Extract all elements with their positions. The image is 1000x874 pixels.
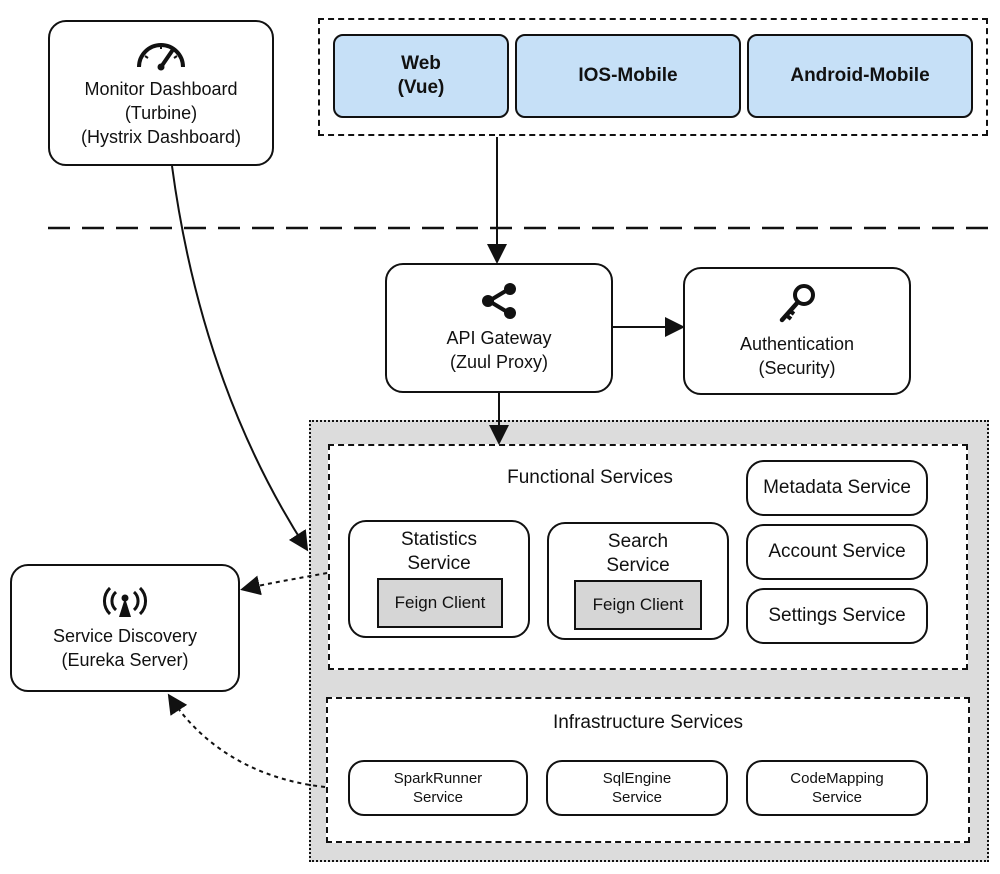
discovery-sub: (Eureka Server) (61, 650, 189, 670)
web-client-label: Web (401, 53, 441, 74)
statistics-sub: Service (407, 553, 471, 574)
sparkrunner-title: SparkRunner (393, 770, 483, 787)
sparkrunner-sub: Service (412, 789, 464, 806)
statistics-feign-client: Feign Client (377, 578, 503, 628)
account-label: Account Service (768, 541, 906, 562)
search-feign-label: Feign Client (592, 595, 684, 614)
android-client-label: Android-Mobile (790, 65, 930, 86)
metadata-service-box: Metadata Service (746, 460, 928, 516)
statistics-feign-label: Feign Client (394, 593, 486, 612)
key-icon (779, 284, 815, 323)
monitor-title: Monitor Dashboard (84, 79, 238, 99)
share-icon (482, 283, 516, 319)
codemapping-service-box: CodeMapping Service (746, 760, 928, 816)
infrastructure-to-discovery-arrow (167, 693, 326, 788)
speedometer-icon (137, 43, 185, 71)
sqlengine-sub: Service (611, 789, 663, 806)
authentication-box: Authentication (Security) (683, 267, 911, 395)
clients-group (318, 18, 988, 136)
search-title: Search (607, 531, 669, 552)
sqlengine-service-box: SqlEngine Service (546, 760, 728, 816)
android-client-box: Android-Mobile (747, 34, 973, 118)
gateway-title: API Gateway (446, 328, 552, 348)
account-service-box: Account Service (746, 524, 928, 580)
settings-label: Settings Service (768, 605, 906, 626)
settings-service-box: Settings Service (746, 588, 928, 644)
discovery-title: Service Discovery (52, 626, 198, 646)
sqlengine-title: SqlEngine (602, 770, 672, 787)
codemapping-sub: Service (811, 789, 863, 806)
ios-client-label: IOS-Mobile (578, 65, 678, 86)
web-client-box: Web (Vue) (333, 34, 509, 118)
auth-title: Authentication (739, 334, 855, 354)
monitor-sub1: (Turbine) (124, 103, 198, 123)
search-feign-client: Feign Client (574, 580, 702, 630)
codemapping-title: CodeMapping (790, 770, 884, 787)
metadata-label: Metadata Service (763, 477, 911, 498)
search-sub: Service (606, 555, 670, 576)
functional-services-title: Functional Services (507, 467, 673, 488)
infrastructure-services-title: Infrastructure Services (552, 712, 744, 733)
monitor-sub2: (Hystrix Dashboard) (80, 127, 242, 147)
monitor-dashboard-box: Monitor Dashboard (Turbine) (Hystrix Das… (48, 20, 274, 166)
sparkrunner-service-box: SparkRunner Service (348, 760, 528, 816)
statistics-title: Statistics (400, 529, 478, 550)
ios-client-box: IOS-Mobile (515, 34, 741, 118)
gateway-sub: (Zuul Proxy) (449, 352, 548, 372)
monitor-to-services-arrow (171, 165, 309, 552)
api-gateway-box: API Gateway (Zuul Proxy) (385, 263, 613, 393)
service-discovery-box: Service Discovery (Eureka Server) (10, 564, 240, 692)
auth-sub: (Security) (758, 358, 836, 378)
web-client-sub: (Vue) (397, 77, 445, 98)
wireless-tower-icon (103, 586, 147, 617)
